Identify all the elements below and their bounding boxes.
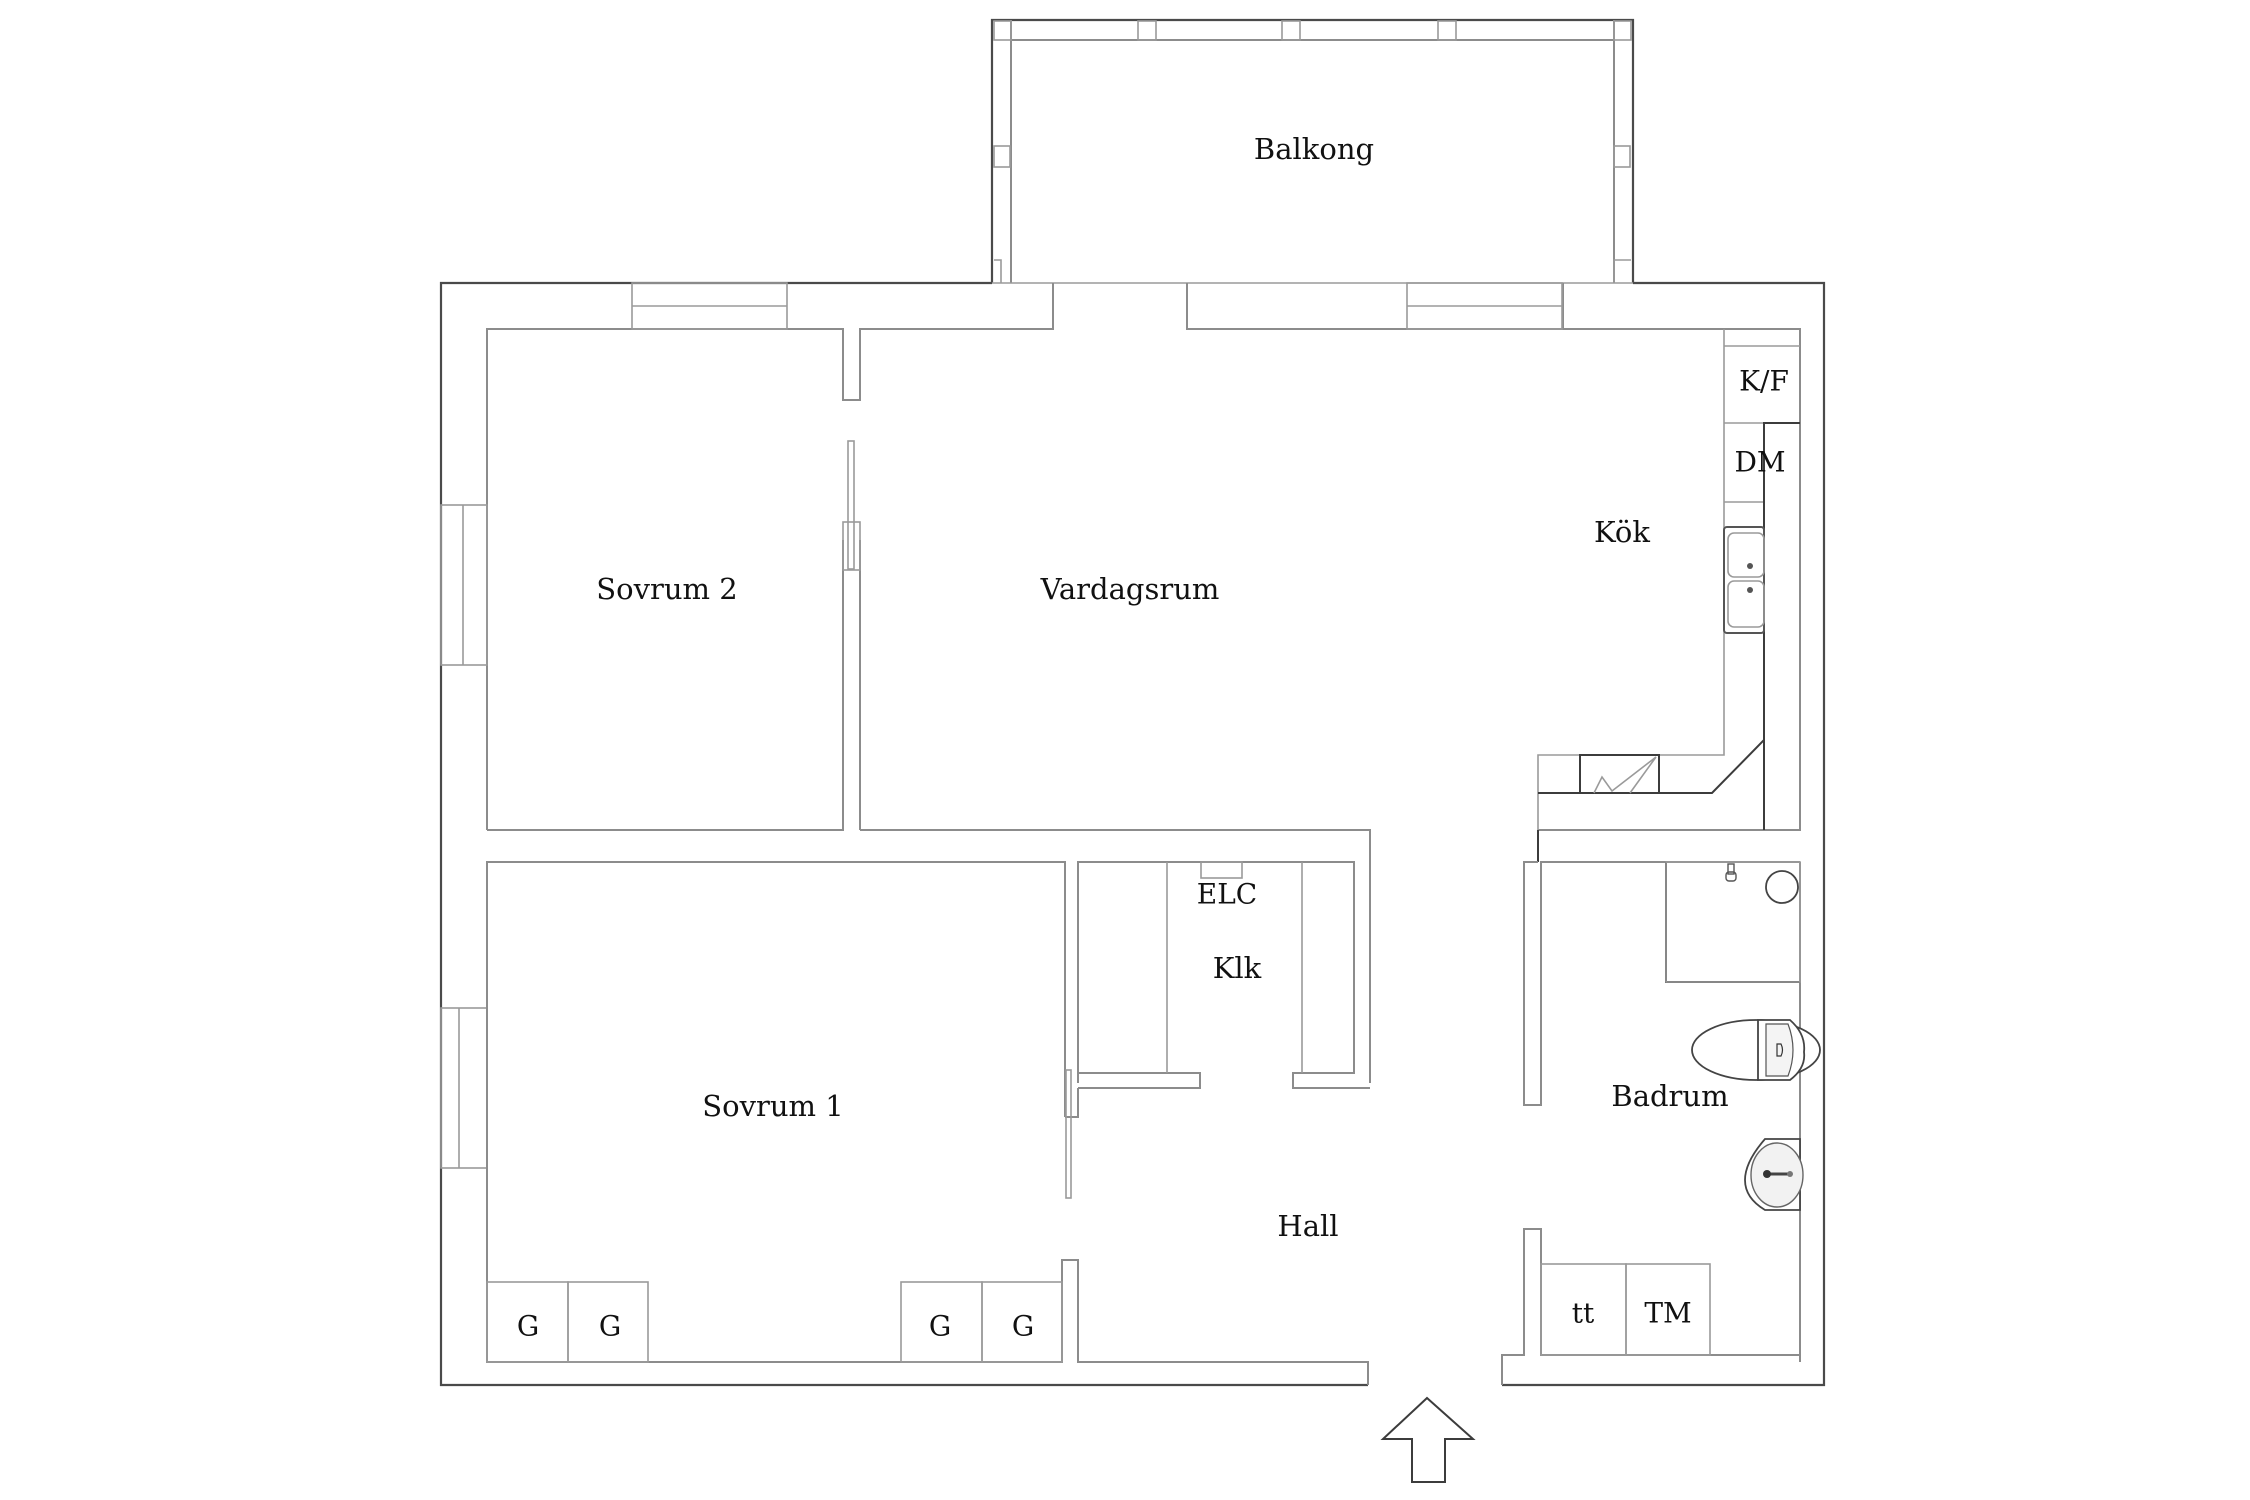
room-label-vardagsrum: Vardagsrum	[1040, 572, 1220, 606]
room-label-hall: Hall	[1277, 1209, 1338, 1243]
room-label-klk: Klk	[1213, 951, 1262, 985]
fixture-label-washing-machine: TM	[1644, 1297, 1691, 1330]
toilet-icon	[1691, 1019, 1821, 1081]
bathroom-walls	[1501, 861, 1821, 1385]
room-label-sovrum1: Sovrum 1	[702, 1089, 843, 1123]
wardrobe-label: G	[599, 1310, 621, 1343]
closet-walls	[1077, 861, 1370, 1089]
wardrobe-label: G	[517, 1310, 539, 1343]
room-label-badrum: Badrum	[1611, 1079, 1728, 1113]
interior-wall-faces	[440, 282, 1724, 1169]
wardrobe-label: G	[1012, 1310, 1034, 1343]
room-label-balkong: Balkong	[1254, 132, 1374, 166]
fixture-label-fridge-freezer: K/F	[1739, 365, 1789, 398]
entrance-arrow-icon	[1380, 1396, 1476, 1483]
fixture-label-dishwasher: DM	[1734, 446, 1785, 479]
sovrum1-walls	[486, 861, 1369, 1385]
kitchen-counters	[1537, 328, 1801, 862]
electrical-cabinet-icon	[1200, 861, 1243, 879]
room-label-kok: Kök	[1594, 515, 1650, 549]
shower-icon	[1665, 861, 1801, 983]
washbasin-icon	[1744, 1138, 1804, 1211]
balcony	[990, 18, 1635, 283]
exterior-walls	[439, 281, 1826, 1387]
room-label-sovrum2: Sovrum 2	[596, 572, 737, 606]
fixture-label-dryer: tt	[1572, 1297, 1595, 1330]
kitchen-sink-icon	[1723, 526, 1765, 634]
wardrobe-label: G	[929, 1310, 951, 1343]
fixture-label-electrical-cabinet: ELC	[1197, 878, 1257, 911]
sovrum2-walls	[487, 440, 1371, 1083]
